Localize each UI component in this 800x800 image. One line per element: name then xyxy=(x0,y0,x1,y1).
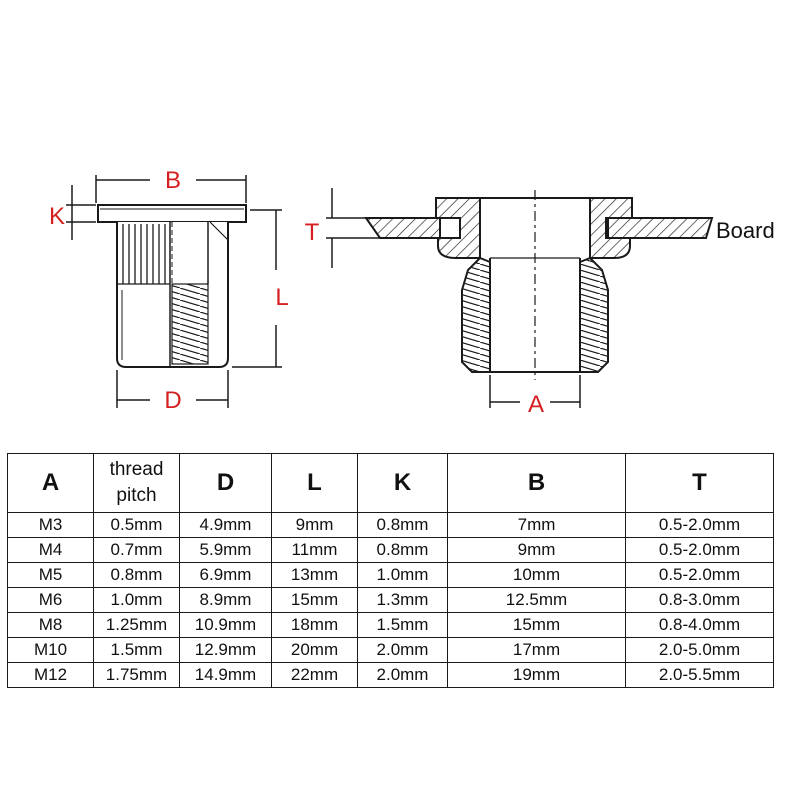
table-cell: 0.8mm xyxy=(357,537,448,563)
table-cell: 2.0mm xyxy=(357,662,448,688)
table-cell: 17mm xyxy=(447,637,626,663)
flange-left xyxy=(435,197,481,259)
header-l: L xyxy=(271,453,358,513)
table-cell: 0.8mm xyxy=(357,512,448,538)
flange-outline xyxy=(97,204,247,223)
table-cell: 0.5-2.0mm xyxy=(625,562,774,588)
table-cell: M10 xyxy=(7,637,94,663)
table-cell: 6.9mm xyxy=(179,562,272,588)
label-t: T xyxy=(305,219,320,246)
table-cell: 0.8-4.0mm xyxy=(625,612,774,638)
table-cell: 5.9mm xyxy=(179,537,272,563)
table-cell: 4.9mm xyxy=(179,512,272,538)
table-cell: 0.7mm xyxy=(93,537,180,563)
header-k: K xyxy=(357,453,448,513)
table-cell: 1.3mm xyxy=(357,587,448,613)
table-cell: 0.5-2.0mm xyxy=(625,512,774,538)
dimension-l xyxy=(232,209,282,368)
table-cell: 1.5mm xyxy=(357,612,448,638)
table-cell: 10.9mm xyxy=(179,612,272,638)
table-cell: M5 xyxy=(7,562,94,588)
table-cell: 2.0-5.5mm xyxy=(625,662,774,688)
table-cell: 15mm xyxy=(447,612,626,638)
table-cell: 15mm xyxy=(271,587,358,613)
table-cell: 1.25mm xyxy=(93,612,180,638)
dimension-d xyxy=(116,370,229,408)
label-l: L xyxy=(275,284,288,311)
table-cell: 1.5mm xyxy=(93,637,180,663)
installed-section-view xyxy=(364,190,714,380)
body-left-wall xyxy=(461,256,491,373)
table-cell: 1.0mm xyxy=(357,562,448,588)
table-cell: 20mm xyxy=(271,637,358,663)
table-cell: 0.5mm xyxy=(93,512,180,538)
dimension-k xyxy=(66,185,96,240)
table-cell: 12.9mm xyxy=(179,637,272,663)
table-cell: 0.8mm xyxy=(93,562,180,588)
table-cell: 0.5-2.0mm xyxy=(625,537,774,563)
rivet-nut-drawing: B K L D xyxy=(49,167,775,418)
table-cell: 11mm xyxy=(271,537,358,563)
table-cell: M4 xyxy=(7,537,94,563)
table-cell: 9mm xyxy=(447,537,626,563)
dimension-a xyxy=(489,375,581,408)
board-right xyxy=(605,217,714,239)
board-left xyxy=(364,217,441,239)
table-cell: 2.0-5.0mm xyxy=(625,637,774,663)
table-cell: 12.5mm xyxy=(447,587,626,613)
table-cell: M6 xyxy=(7,587,94,613)
header-b: B xyxy=(447,453,626,513)
table-cell: 0.8-3.0mm xyxy=(625,587,774,613)
table-cell: 19mm xyxy=(447,662,626,688)
header-a: A xyxy=(7,453,94,513)
dimension-b xyxy=(95,175,247,203)
label-k: K xyxy=(49,203,65,230)
label-d: D xyxy=(164,387,181,414)
label-a: A xyxy=(528,391,544,418)
table-cell: 14.9mm xyxy=(179,662,272,688)
label-board: Board xyxy=(716,218,775,243)
table-cell: 8.9mm xyxy=(179,587,272,613)
header-d: D xyxy=(179,453,272,513)
label-b: B xyxy=(165,167,181,194)
table-cell: 18mm xyxy=(271,612,358,638)
table-cell: M12 xyxy=(7,662,94,688)
table-cell: 2.0mm xyxy=(357,637,448,663)
dimension-t xyxy=(326,188,380,268)
table-cell: 7mm xyxy=(447,512,626,538)
table-cell: 1.0mm xyxy=(93,587,180,613)
thread-area xyxy=(172,284,208,364)
table-cell: M3 xyxy=(7,512,94,538)
header-t: T xyxy=(625,453,774,513)
table-cell: 13mm xyxy=(271,562,358,588)
table-cell: M8 xyxy=(7,612,94,638)
body-right-wall xyxy=(579,256,609,373)
knurl-area xyxy=(119,224,169,284)
table-cell: 10mm xyxy=(447,562,626,588)
table-cell: 22mm xyxy=(271,662,358,688)
flange-right xyxy=(589,197,633,259)
table-cell: 1.75mm xyxy=(93,662,180,688)
table-cell: 9mm xyxy=(271,512,358,538)
side-view xyxy=(97,204,247,368)
